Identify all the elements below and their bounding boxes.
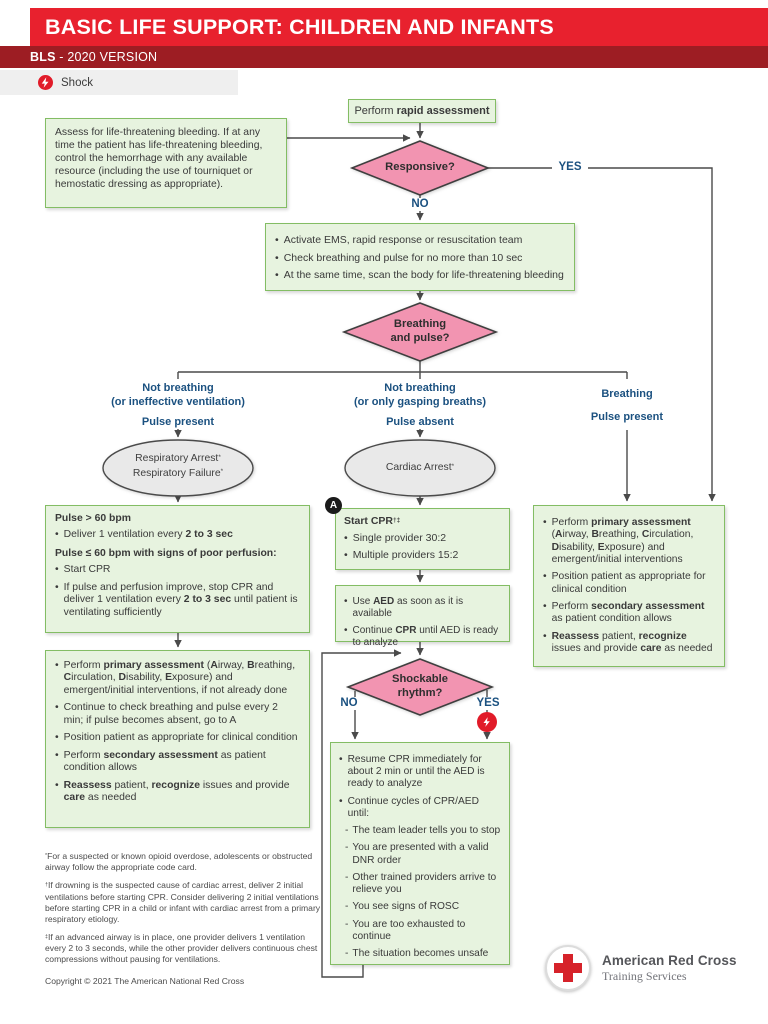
list-subitem: The team leader tells you to stop	[345, 825, 501, 837]
rapid-assessment-text: Perform rapid assessment	[354, 105, 490, 117]
responsive-no-label: NO	[405, 198, 435, 211]
red-cross-icon	[545, 945, 591, 991]
copyright-text: Copyright © 2021 The American National R…	[45, 976, 245, 986]
ongoing-care-box: Perform primary assessment (Airway, Brea…	[45, 650, 310, 828]
list-item: Continue CPR until AED is ready to analy…	[344, 625, 501, 649]
footnote: †If drowning is the suspected cause of c…	[45, 880, 321, 924]
list-subitem: You see signs of ROSC	[345, 901, 501, 913]
list-item: Continue to check breathing and pulse ev…	[55, 702, 300, 727]
list-item: Perform primary assessment (Airway, Brea…	[55, 660, 300, 697]
responsive-yes-label: YES	[552, 161, 588, 174]
heading: Pulse ≤ 60 bpm with signs of poor perfus…	[55, 547, 277, 559]
list-item: Reassess patient, recognize issues and p…	[55, 780, 300, 805]
list-item: Perform primary assessment (Airway, Brea…	[543, 517, 715, 566]
page-title: BASIC LIFE SUPPORT: CHILDREN AND INFANTS	[45, 14, 554, 39]
list-item: Multiple providers 15:2	[344, 549, 501, 562]
resume-cpr-box: Resume CPR immediately for about 2 min o…	[330, 742, 510, 965]
list-item: At the same time, scan the body for life…	[275, 269, 565, 282]
list-item: Check breathing and pulse for no more th…	[275, 252, 565, 265]
breathing-pulse-question: Breathing and pulse?	[390, 318, 450, 344]
ems-box: Activate EMS, rapid response or resuscit…	[265, 223, 575, 291]
shock-icon	[38, 75, 53, 90]
version-label: BLS - 2020 VERSION	[30, 50, 158, 64]
logo-tagline: Training Services	[602, 968, 687, 983]
heading: Start CPR†‡	[344, 515, 401, 527]
a-marker-badge: A	[325, 497, 342, 514]
title-bar: BASIC LIFE SUPPORT: CHILDREN AND INFANTS	[30, 8, 768, 46]
list-item: Single provider 30:2	[344, 532, 501, 545]
respiratory-arrest-text: Respiratory Arrest* Respiratory Failure*	[132, 453, 224, 479]
list-subitem: The situation becomes unsafe	[345, 948, 501, 960]
responsive-question: Responsive?	[385, 161, 455, 174]
list-item: Deliver 1 ventilation every 2 to 3 sec	[55, 529, 300, 541]
shockable-question: Shockable rhythm?	[392, 673, 448, 699]
footnotes: *For a suspected or known opioid overdos…	[45, 851, 322, 973]
list-item: Perform secondary assessment as patient …	[543, 601, 715, 626]
list-item: Use AED as soon as it is available	[344, 596, 501, 620]
list-item: Resume CPR immediately for about 2 min o…	[339, 754, 501, 791]
logo-name: American Red Cross	[602, 952, 737, 968]
breathing-care-box: Perform primary assessment (Airway, Brea…	[533, 505, 725, 667]
aed-box: Use AED as soon as it is available Conti…	[335, 585, 510, 648]
list-subitem: You are presented with a valid DNR order	[345, 842, 501, 866]
pulse-guidance-box: Pulse > 60 bpm Deliver 1 ventilation eve…	[45, 505, 310, 633]
footnote: *For a suspected or known opioid overdos…	[45, 851, 313, 873]
list-subitem: You are too exhausted to continue	[345, 919, 501, 943]
list-item: Activate EMS, rapid response or resuscit…	[275, 234, 565, 247]
start-cpr-box: Start CPR†‡ Single provider 30:2 Multipl…	[335, 508, 510, 570]
list-item: If pulse and perfusion improve, stop CPR…	[55, 582, 300, 619]
list-item: Position patient as appropriate for clin…	[543, 571, 715, 596]
legend-bar: Shock	[0, 70, 238, 95]
list-item: Continue cycles of CPR/AED until:	[339, 796, 501, 820]
branch-right-label: Breathing Pulse present	[590, 388, 664, 424]
list-item: Perform secondary assessment as patient …	[55, 750, 300, 775]
american-red-cross-logo: American Red Cross Training Services	[545, 945, 737, 991]
bleeding-note-box: Assess for life-threatening bleeding. If…	[45, 118, 287, 208]
list-item: Start CPR	[55, 564, 300, 576]
branch-mid-label: Not breathing (or only gasping breaths) …	[353, 382, 486, 429]
logo-text: American Red Cross Training Services	[602, 953, 737, 984]
bleeding-note-text: Assess for life-threatening bleeding. If…	[55, 127, 263, 190]
shock-icon	[477, 712, 497, 732]
shockable-no-label: NO	[335, 697, 363, 710]
shockable-yes-label: YES	[473, 697, 503, 710]
rapid-assessment-box: Perform rapid assessment	[348, 99, 496, 123]
list-subitem: Other trained providers arrive to reliev…	[345, 872, 501, 896]
legend-shock-label: Shock	[61, 76, 93, 89]
branch-left-label: Not breathing (or ineffective ventilatio…	[111, 382, 245, 429]
version-bar: BLS - 2020 VERSION	[0, 46, 768, 68]
footnote: ‡If an advanced airway is in place, one …	[45, 932, 318, 965]
cardiac-arrest-text: Cardiac Arrest*	[385, 462, 455, 473]
list-item: Position patient as appropriate for clin…	[55, 732, 300, 744]
list-item: Reassess patient, recognize issues and p…	[543, 631, 715, 656]
heading: Pulse > 60 bpm	[55, 513, 131, 524]
